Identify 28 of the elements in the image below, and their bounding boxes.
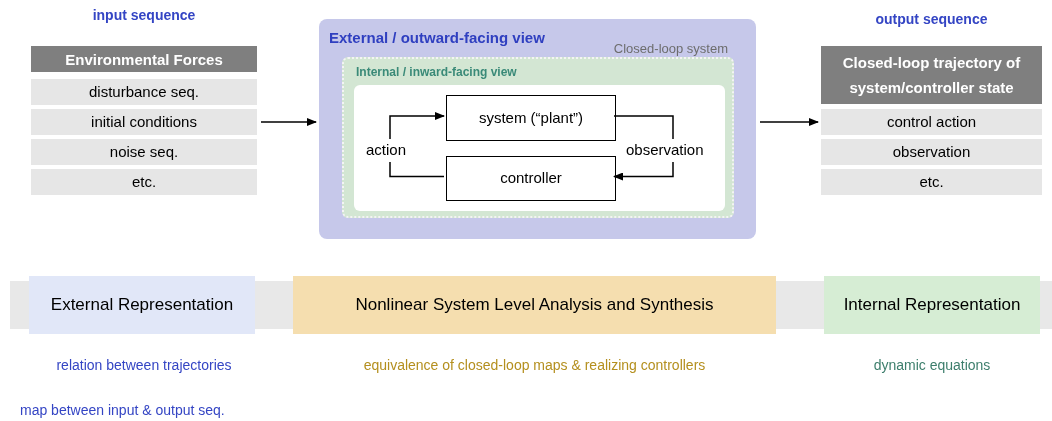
description-text: equivalence of closed-loop maps & realizing controllers [362,356,707,375]
table-row: control action [821,109,1042,135]
table-row: observation [821,139,1042,165]
table-row: etc. [31,169,257,195]
arrow [759,118,819,126]
table-row: noise seq. [31,139,257,165]
process-box: system (“plant”) [446,95,616,141]
panel-title: External / outward-facing view [329,28,545,48]
table-header: Closed-loop trajectory of system/controller state [821,46,1042,104]
description-text: dynamic equations [872,356,992,375]
representation-box: External Representation [29,276,255,334]
view-panel [319,19,756,239]
diagram-panel [354,85,725,211]
arrow [260,118,317,126]
column-heading: output sequence [874,10,989,29]
description-text: relation between trajectories [55,356,233,375]
table-row: etc. [821,169,1042,195]
process-box: controller [446,156,616,201]
panel-title: Internal / inward-facing view [356,64,517,81]
arrow [613,115,674,181]
representation-box: Internal Representation [824,276,1040,334]
table-row: initial conditions [31,109,257,135]
column-heading: input sequence [91,6,197,25]
description-text: map between input & output seq. [20,401,225,420]
table-header: Environmental Forces [31,46,257,72]
analysis-box: Nonlinear System Level Analysis and Synthesis [293,276,776,334]
table-row: disturbance seq. [31,79,257,105]
system-caption: Closed-loop system [613,40,728,58]
